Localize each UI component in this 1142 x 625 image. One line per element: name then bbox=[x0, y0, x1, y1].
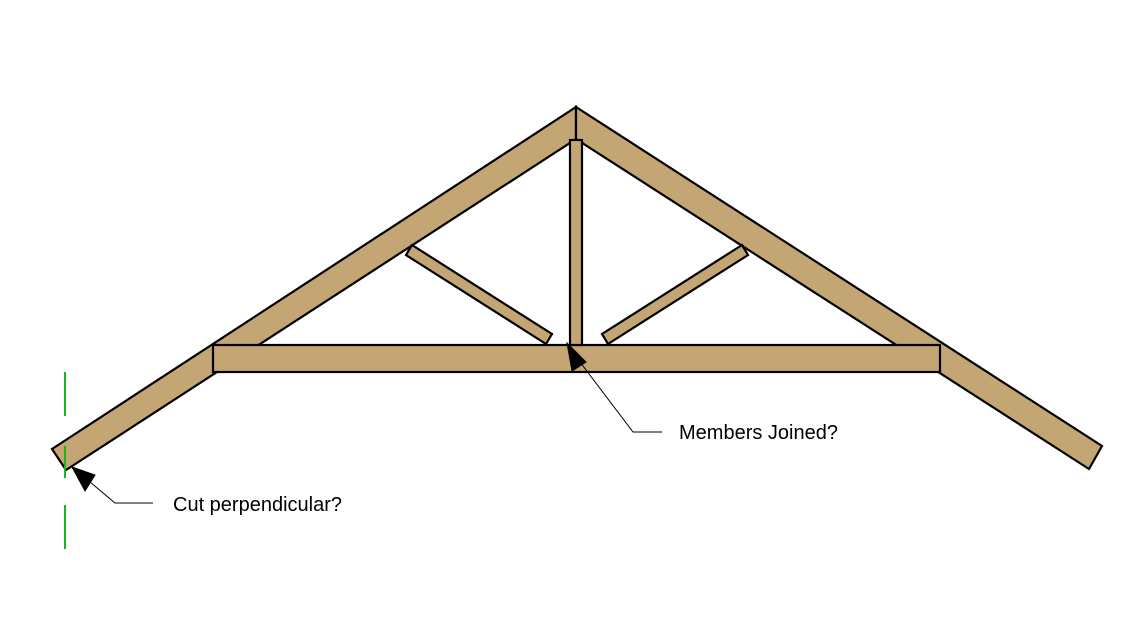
members-joined-label: Members Joined? bbox=[679, 422, 838, 444]
cut-perpendicular-label: Cut perpendicular? bbox=[173, 494, 342, 516]
cut-perpendicular-arrowhead bbox=[70, 466, 96, 492]
king-post bbox=[568, 138, 584, 347]
members-joined-arrowhead bbox=[566, 341, 587, 372]
cut-perpendicular-leader bbox=[89, 481, 153, 504]
members-joined-leader bbox=[579, 361, 662, 433]
right-web-brace bbox=[600, 243, 750, 346]
right-rafter bbox=[574, 104, 1104, 471]
left-web-brace bbox=[404, 243, 554, 346]
left-rafter bbox=[50, 104, 578, 472]
